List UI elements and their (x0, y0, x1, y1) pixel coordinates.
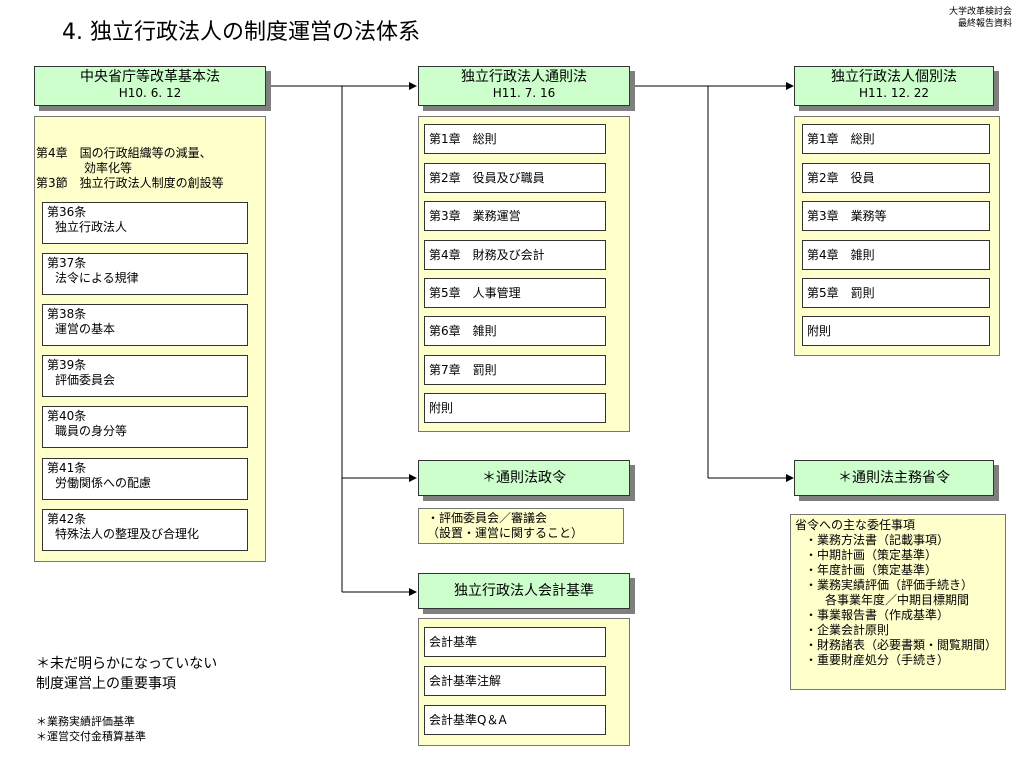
ministry-order-note: ・業務実績評価（評価手続き） (805, 578, 974, 592)
ministry-order-note: ・業務方法書（記載事項） (805, 533, 950, 547)
general-law-date: H11. 7. 16 (492, 86, 556, 100)
article-box: 第41条 労働関係への配慮 (42, 458, 248, 500)
individual-law-title: 独立行政法人個別法 (831, 69, 957, 85)
article-title: 職員の身分等 (55, 424, 128, 438)
article-title: 労働関係への配慮 (55, 476, 152, 490)
undecided-heading-line: ＊未だ明らかになっていない (36, 656, 218, 672)
accounting-header: 独立行政法人会計基準 (418, 573, 630, 609)
ministry-order-note: ・財務諸表（必要書類・閲覧期間） (805, 638, 998, 652)
article-number: 第37条 (47, 256, 87, 270)
chapter-box: 第4章 財務及び会計 (424, 240, 606, 270)
ministry-order-panel: 省令への主な委任事項 ・業務方法書（記載事項） ・中期計画（策定基準） ・年度計… (790, 514, 1006, 690)
undecided-heading-line: 制度運営上の重要事項 (36, 676, 176, 692)
basic-law-intro: 第4章 国の行政組織等の減量、 効率化等 第3節 独立行政法人制度の創設等 (36, 146, 224, 191)
individual-law-date: H11. 12. 22 (858, 86, 930, 100)
corner-note-line: 最終報告資料 (957, 19, 1012, 29)
chapter-box: 第2章 役員及び職員 (424, 163, 606, 193)
article-number: 第38条 (47, 307, 87, 321)
ministry-order-note: 省令への主な委任事項 (795, 518, 916, 532)
basic-law-date: H10. 6. 12 (118, 86, 182, 100)
ministry-order-note: 各事業年度／中期目標期間 (813, 593, 970, 607)
general-law-header: 独立行政法人通則法 H11. 7. 16 (418, 66, 630, 106)
article-box: 第38条 運営の基本 (42, 304, 248, 346)
chapter-box: 附則 (802, 316, 990, 346)
accounting-item: 会計基準注解 (424, 666, 606, 696)
chapter-box: 第2章 役員 (802, 163, 990, 193)
ministry-order-note: ・企業会計原則 (805, 623, 890, 637)
article-box: 第37条 法令による規律 (42, 253, 248, 295)
cabinet-order-header: ＊通則法政令 (418, 460, 630, 496)
undecided-item: ＊運営交付金積算基準 (36, 730, 146, 743)
chapter-box: 第3章 業務運営 (424, 201, 606, 231)
undecided-items: ＊業務実績評価基準 ＊運営交付金積算基準 (36, 714, 146, 744)
cabinet-order-note: （設置・運営に関すること） (427, 526, 584, 540)
page-title: 4. 独立行政法人の制度運営の法体系 (62, 20, 420, 45)
article-number: 第36条 (47, 205, 87, 219)
cabinet-order-note: ・評価委員会／審議会 (427, 511, 548, 525)
article-title: 特殊法人の整理及び合理化 (55, 527, 200, 541)
article-number: 第39条 (47, 358, 87, 372)
article-number: 第42条 (47, 512, 87, 526)
undecided-heading: ＊未だ明らかになっていない 制度運営上の重要事項 (36, 654, 217, 694)
ministry-order-note: ・事業報告書（作成基準） (805, 608, 950, 622)
chapter-box: 第6章 雑則 (424, 316, 606, 346)
ministry-order-note: ・年度計画（策定基準） (805, 563, 938, 577)
ministry-order-note: ・中期計画（策定基準） (805, 548, 938, 562)
cabinet-order-panel: ・評価委員会／審議会 （設置・運営に関すること） (418, 508, 624, 544)
article-title: 運営の基本 (55, 322, 116, 336)
undecided-item: ＊業務実績評価基準 (36, 715, 135, 728)
article-title: 独立行政法人 (55, 220, 128, 234)
basic-law-title: 中央省庁等改革基本法 (80, 69, 220, 85)
individual-law-header: 独立行政法人個別法 H11. 12. 22 (794, 66, 994, 106)
article-box: 第36条 独立行政法人 (42, 202, 248, 244)
ministry-order-note: ・重要財産処分（手続き） (805, 653, 950, 667)
corner-note: 大学改革検討会 最終報告資料 (949, 6, 1012, 30)
article-box: 第39条 評価委員会 (42, 355, 248, 397)
article-title: 法令による規律 (55, 271, 139, 285)
article-title: 評価委員会 (55, 373, 116, 387)
intro-line: 効率化等 (36, 161, 133, 175)
chapter-box: 第4章 雑則 (802, 240, 990, 270)
chapter-box: 第7章 罰則 (424, 355, 606, 385)
accounting-item: 会計基準 (424, 627, 606, 657)
chapter-box: 第5章 人事管理 (424, 278, 606, 308)
chapter-box: 第5章 罰則 (802, 278, 990, 308)
ministry-order-header: ＊通則法主務省令 (794, 460, 994, 496)
article-number: 第41条 (47, 461, 87, 475)
intro-line: 第4章 国の行政組織等の減量、 (36, 146, 212, 160)
chapter-box: 第1章 総則 (424, 124, 606, 154)
chapter-box: 第1章 総則 (802, 124, 990, 154)
chapter-box: 第3章 業務等 (802, 201, 990, 231)
article-box: 第40条 職員の身分等 (42, 406, 248, 448)
article-number: 第40条 (47, 409, 87, 423)
accounting-item: 会計基準Q＆A (424, 705, 606, 735)
corner-note-line: 大学改革検討会 (948, 7, 1012, 17)
intro-line: 第3節 独立行政法人制度の創設等 (36, 176, 224, 190)
chapter-box: 附則 (424, 393, 606, 423)
article-box: 第42条 特殊法人の整理及び合理化 (42, 509, 248, 551)
basic-law-header: 中央省庁等改革基本法 H10. 6. 12 (34, 66, 266, 106)
general-law-title: 独立行政法人通則法 (461, 69, 587, 85)
